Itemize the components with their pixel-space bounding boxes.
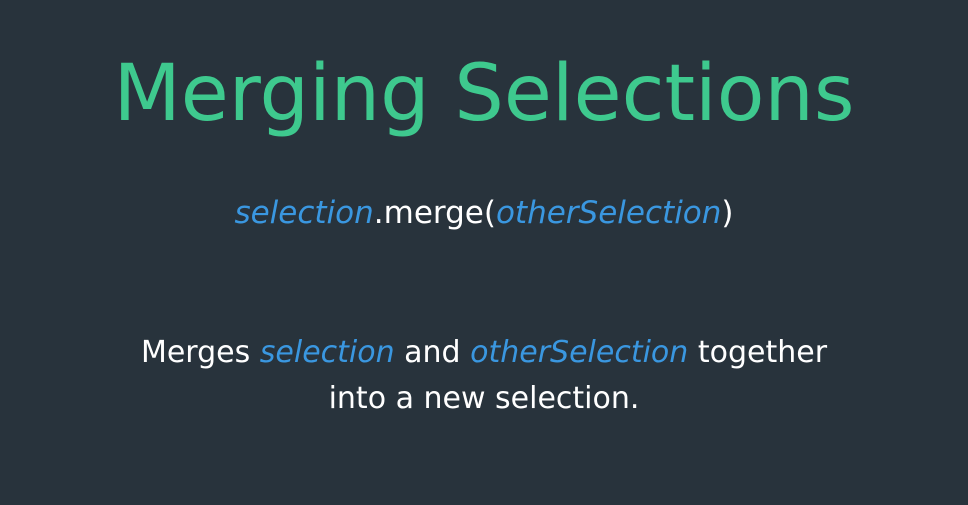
description-text-start: Merges: [140, 335, 260, 370]
signature-object: selection: [234, 195, 374, 231]
signature-method: .merge(: [373, 195, 496, 231]
description-text-mid: and: [394, 335, 471, 370]
description-line-1: Merges selection and otherSelection toge…: [0, 330, 968, 376]
method-description: Merges selection and otherSelection toge…: [0, 330, 968, 422]
signature-argument: otherSelection: [495, 195, 722, 231]
description-text-end: together: [688, 335, 828, 370]
signature-close: ): [721, 195, 734, 231]
description-line-2: into a new selection.: [328, 381, 640, 416]
description-arg-other-selection: otherSelection: [470, 335, 689, 370]
slide-title: Merging Selections: [113, 49, 855, 139]
description-arg-selection: selection: [259, 335, 395, 370]
method-signature: selection.merge(otherSelection): [0, 190, 968, 236]
